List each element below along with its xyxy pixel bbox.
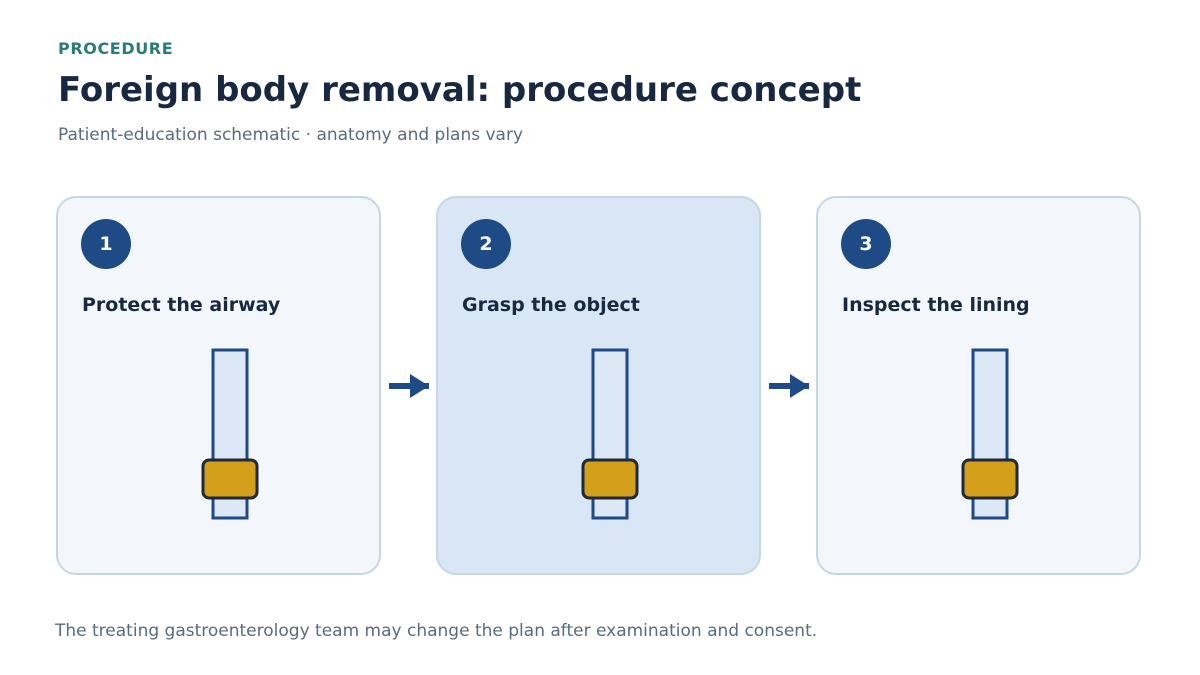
eyebrow-label: PROCEDURE [58,39,174,58]
step-card-2: 2 Grasp the object [436,196,761,575]
step-label: Protect the airway [82,294,281,316]
step-card-3: 3 Inspect the lining [816,196,1141,575]
arrow-right-icon [389,374,429,398]
arrow-right-icon [769,374,809,398]
lumen-with-object-icon [961,348,1019,520]
step-number-badge: 1 [81,219,131,269]
page-title: Foreign body removal: procedure concept [58,70,862,110]
step-number-badge: 3 [841,219,891,269]
step-label: Grasp the object [462,294,640,316]
page-subtitle: Patient-education schematic · anatomy an… [58,125,524,145]
footer-note: The treating gastroenterology team may c… [55,621,818,641]
step-card-1: 1 Protect the airway [56,196,381,575]
step-number-badge: 2 [461,219,511,269]
lumen-with-object-icon [201,348,259,520]
step-label: Inspect the lining [842,294,1030,316]
lumen-with-object-icon [581,348,639,520]
